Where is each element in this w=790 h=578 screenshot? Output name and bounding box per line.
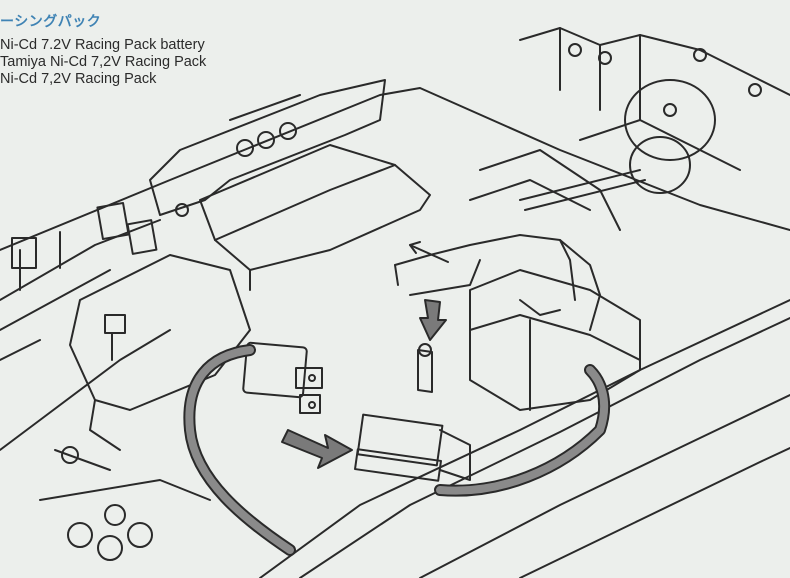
chassis-plate — [0, 87, 790, 251]
battery-holder-frame — [149, 79, 386, 216]
caption-english: Ni-Cd 7.2V Racing Pack battery — [0, 37, 205, 53]
plug-connector — [242, 341, 308, 399]
insert-arrow — [281, 429, 353, 469]
receiver-box — [69, 254, 251, 411]
up-arrow — [409, 241, 449, 263]
section-title-jp: ーシングパック — [0, 14, 102, 30]
push-down-arrow — [419, 299, 447, 341]
caption-german: Tamiya Ni-Cd 7,2V Racing Pack — [0, 54, 207, 70]
speed-controller — [469, 269, 641, 411]
differential-housing — [624, 79, 716, 161]
caption-french: Ni-Cd 7,2V Racing Pack — [0, 71, 157, 87]
connector-housing — [356, 413, 444, 467]
battery-pack — [199, 144, 431, 271]
battery-clip — [394, 234, 601, 331]
